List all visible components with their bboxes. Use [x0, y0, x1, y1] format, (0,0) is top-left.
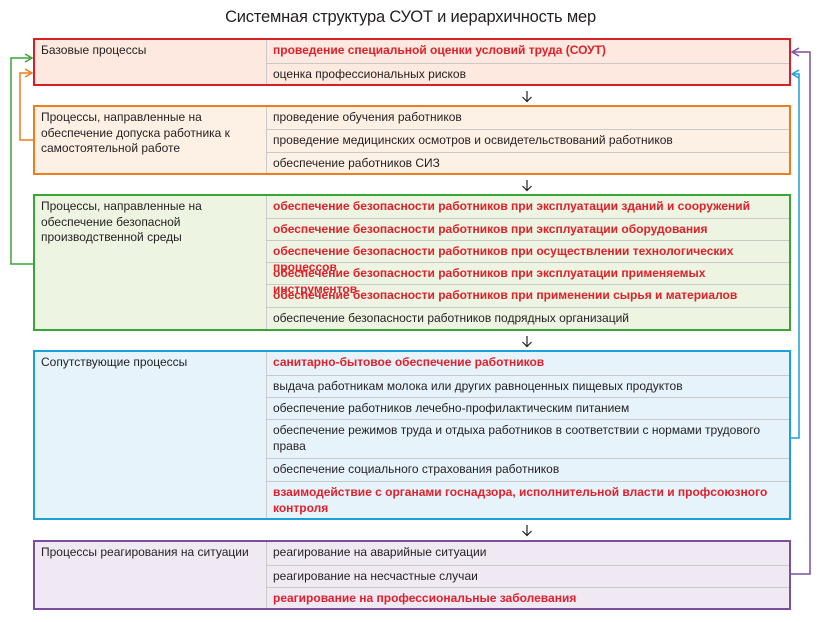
process-item: обеспечение безопасности работников подр… [266, 307, 789, 329]
group-title: Процессы, направленные на обеспечение бе… [41, 199, 202, 244]
process-item: обеспечение безопасности работников при … [266, 284, 789, 307]
group-response-processes: Процессы реагирования на ситуации реагир… [33, 540, 791, 610]
group-items: проведение специальной оценки условий тр… [266, 40, 789, 84]
group-items: санитарно-бытовое обеспечение работников… [266, 352, 789, 518]
purple-feedback-arrow [791, 51, 811, 575]
group-items: обеспечение безопасности работников при … [266, 196, 789, 329]
group-admission-processes: Процессы, направленные на обеспечение до… [33, 105, 791, 175]
process-item: обеспечение безопасности работников при … [266, 196, 789, 218]
process-item: обеспечение работников СИЗ [266, 152, 789, 173]
process-item: обеспечение безопасности работников при … [266, 240, 789, 274]
group-items: реагирование на аварийные ситуации реаги… [266, 542, 789, 608]
process-item: обеспечение социального страхования рабо… [266, 458, 789, 481]
group-items: проведение обучения работников проведени… [266, 107, 789, 173]
process-item: реагирование на несчастные случаи [266, 565, 789, 587]
diagram-title: Системная структура СУОТ и иерархичность… [225, 8, 596, 26]
arrow-down-icon [520, 90, 534, 103]
orange-feedback-arrow [19, 72, 33, 141]
blue-arrowhead-icon [790, 69, 800, 79]
process-item: проведение медицинских осмотров и освиде… [266, 129, 789, 152]
group-title: Сопутствующие процессы [41, 355, 188, 369]
process-item: проведение специальной оценки условий тр… [266, 40, 789, 63]
process-item: обеспечение безопасности работников при … [266, 262, 789, 296]
process-item: обеспечение работников лечебно-профилакт… [266, 397, 789, 419]
process-item: санитарно-бытовое обеспечение работников [266, 352, 789, 375]
group-accompanying-processes: Сопутствующие процессы санитарно-бытовое… [33, 350, 791, 520]
process-item: обеспечение режимов труда и отдыха работ… [266, 419, 789, 458]
process-item: выдача работникам молока или других равн… [266, 375, 789, 397]
process-item: проведение обучения работников [266, 107, 789, 129]
arrow-down-icon [520, 524, 534, 537]
group-title: Базовые процессы [41, 43, 147, 57]
process-item: реагирование на профессиональные заболев… [266, 587, 789, 608]
group-safe-environment-processes: Процессы, направленные на обеспечение бе… [33, 194, 791, 331]
green-arrowhead-icon [24, 53, 34, 63]
process-item: обеспечение безопасности работников при … [266, 218, 789, 240]
process-item: оценка профессиональных рисков [266, 63, 789, 84]
arrow-down-icon [520, 179, 534, 192]
group-base-processes: Базовые процессы проведение специальной … [33, 38, 791, 86]
blue-feedback-arrow [791, 73, 800, 439]
purple-arrowhead-icon [790, 47, 800, 57]
process-item: реагирование на аварийные ситуации [266, 542, 789, 565]
process-item: взаимодействие с органами госнадзора, ис… [266, 481, 789, 518]
orange-arrowhead-icon [24, 68, 34, 78]
green-feedback-arrow [10, 57, 33, 265]
arrow-down-icon [520, 335, 534, 348]
group-title: Процессы, направленные на обеспечение до… [41, 110, 230, 155]
group-title: Процессы реагирования на ситуации [41, 545, 249, 559]
